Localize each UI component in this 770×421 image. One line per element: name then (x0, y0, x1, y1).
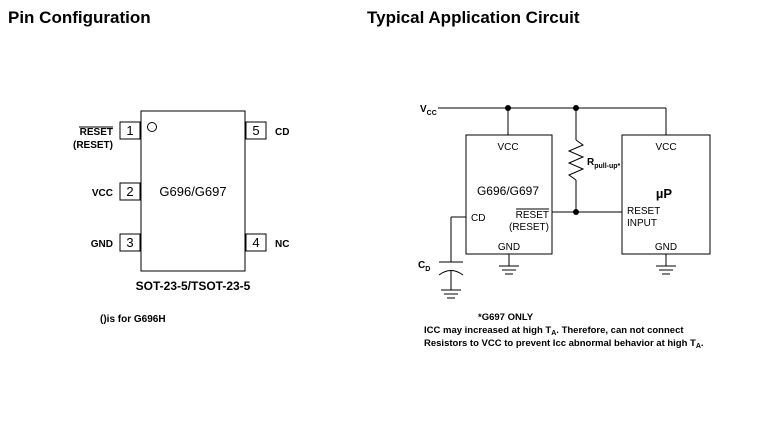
up-input-label: INPUT (627, 218, 657, 229)
pin-2-label: VCC (92, 188, 113, 199)
ic-vcc-label: VCC (497, 142, 518, 153)
ic-reset-label: RESET (516, 210, 549, 221)
pin-1-number: 1 (126, 123, 133, 138)
ic-reset-alt-label: (RESET) (509, 222, 549, 233)
pin-3-number: 3 (126, 235, 133, 250)
typical-application-heading: Typical Application Circuit (367, 8, 580, 27)
note-line-1: *G697 ONLY (478, 312, 534, 323)
note-line-2: ICC may increased at high TA. Therefore,… (424, 325, 684, 337)
pin-1-label: RESET (80, 127, 113, 138)
junction-dot (505, 105, 511, 111)
pull-up-resistor (567, 139, 585, 181)
chip-label: G696/G697 (159, 184, 226, 199)
up-gnd-label: GND (655, 242, 677, 253)
pin-1-box (119, 121, 141, 140)
package-label: SOT-23-5/TSOT-23-5 (136, 279, 251, 293)
pin-5-box (245, 121, 267, 140)
ic-name-label: G696/G697 (477, 184, 539, 198)
pin-3-label: GND (91, 239, 113, 250)
pin-4-number: 4 (252, 235, 259, 250)
resistor-label: Rpull-up* (587, 157, 621, 170)
ic-cd-label: CD (471, 213, 485, 224)
pin-2-box (119, 182, 141, 201)
pin-5-number: 5 (252, 123, 259, 138)
chip-body (140, 110, 246, 272)
pin-5-label: CD (275, 127, 289, 138)
note-line-3: Resistors to VCC to prevent Icc abnormal… (424, 338, 704, 350)
supply-label: VCC (420, 104, 437, 117)
junction-dot (573, 209, 579, 215)
pin-1-alt-label: (RESET) (73, 140, 113, 151)
pin-4-box (245, 233, 267, 252)
up-name-label: µP (656, 186, 672, 201)
footnote: ()is for G696H (100, 314, 166, 325)
pin-4-label: NC (275, 239, 289, 250)
up-vcc-label: VCC (655, 142, 676, 153)
pin-2-number: 2 (126, 184, 133, 199)
ic-gnd-label: GND (498, 242, 520, 253)
junction-dot (573, 105, 579, 111)
up-reset-label: RESET (627, 206, 660, 217)
pin-3-box (119, 233, 141, 252)
pin1-marker (147, 122, 157, 132)
capacitor-label: CD (418, 260, 430, 273)
pin-configuration-heading: Pin Configuration (8, 8, 151, 27)
